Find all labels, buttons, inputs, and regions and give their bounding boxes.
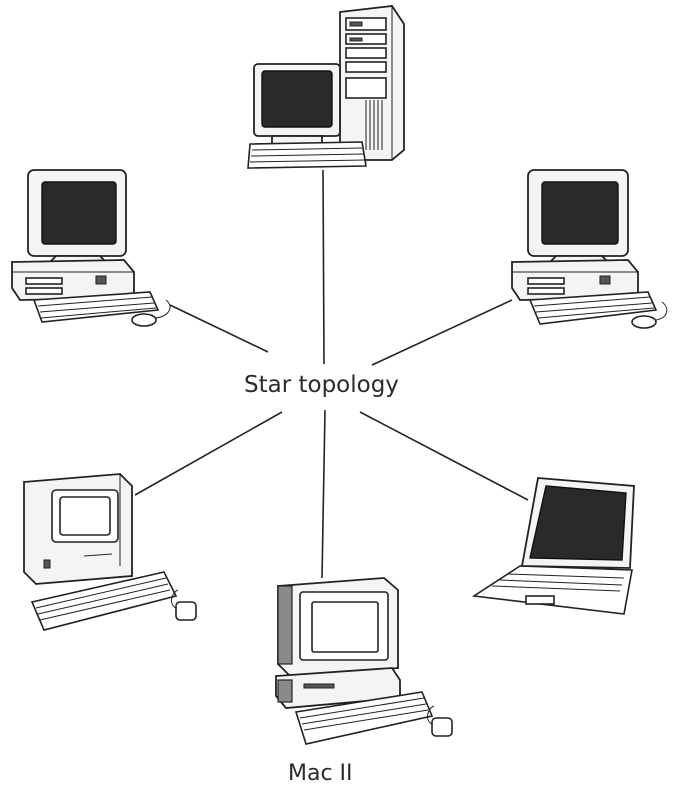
link-pc-right [371, 299, 513, 366]
link-mac-ii [321, 409, 326, 579]
mac-ii-computer-icon [275, 577, 453, 745]
compact-mac-computer-icon [23, 473, 197, 631]
star-topology-label: Star topology [244, 372, 399, 398]
laptop-computer-icon [471, 477, 635, 615]
link-compact-mac [134, 411, 283, 496]
link-laptop [359, 411, 529, 501]
connection-lines [134, 169, 529, 579]
mac-ii-label: Mac II [288, 761, 353, 786]
pc-desktop-computer-icon [511, 169, 668, 329]
link-pc-left [169, 304, 269, 353]
pc-desktop-computer-icon [11, 169, 171, 327]
server-tower-computer-icon [247, 5, 405, 169]
link-server [322, 169, 325, 365]
